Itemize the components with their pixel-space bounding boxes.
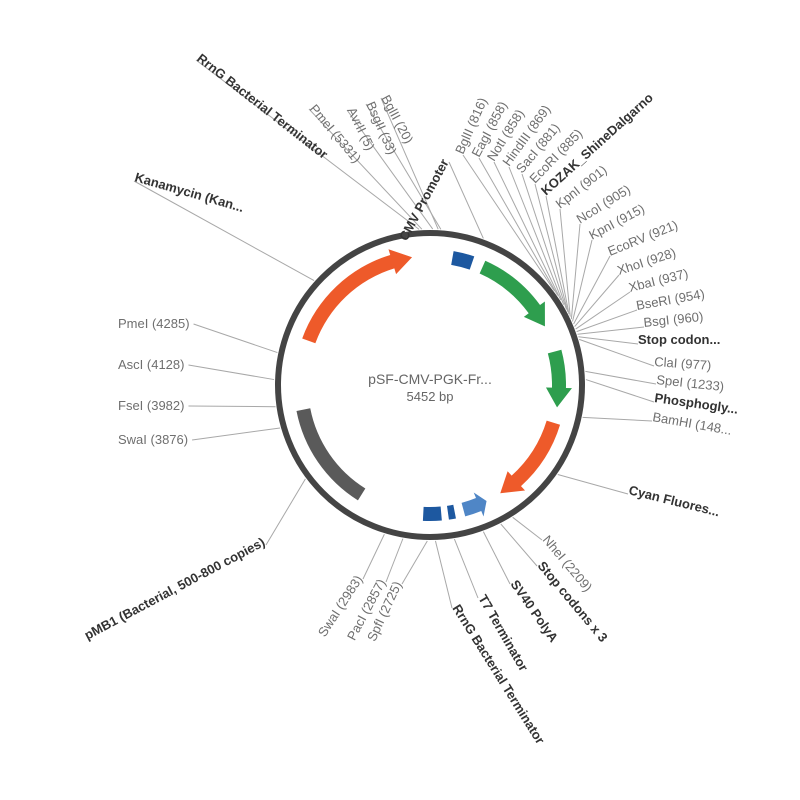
leader-line [346,109,434,230]
feature-label-rrng-top: RrnG Bacterial Terminator [194,51,331,162]
feature-sv40-polya [461,492,487,517]
site-label-spei: SpeI (1233) [656,372,725,394]
leader-line [575,291,631,330]
leader-line [500,523,538,567]
feature-kanamycin [302,249,413,344]
site-label-swai-3876: SwaI (3876) [118,432,188,447]
feature-pgk-promoter [545,349,572,408]
leader-line [380,97,439,230]
plasmid-size: 5452 bp [407,389,454,404]
feature-cyan-fluorescent [500,420,561,494]
feature-label-pmb1: pMB1 (Bacterial, 500-800 copies) [82,534,268,642]
leader-line [534,183,569,312]
leader-line [557,473,629,495]
feature-label-kanamycin: Kanamycin (Kan... [133,169,245,214]
site-label-pmei-4285: PmeI (4285) [118,316,190,331]
site-label-clai: ClaI (977) [654,354,712,373]
leader-line [265,478,306,546]
leader-line [188,364,275,381]
leader-line [434,540,453,609]
feature-label-stop-codon: Stop codon... [638,332,720,347]
leader-line [512,516,543,541]
leader-line [573,255,611,325]
feature-label-cmv-promoter: CMV Promoter [396,156,452,243]
leader-line [188,405,276,408]
leader-line [192,427,281,441]
leader-line [559,208,571,317]
leader-line [579,338,655,367]
feature-t7-terminator [446,504,456,520]
leader-line [193,323,278,354]
plasmid-name: pSF-CMV-PGK-Fr... [368,371,492,387]
leader-line [585,370,657,385]
leader-line [195,59,420,230]
leader-line [478,157,559,296]
leader-line [462,154,556,292]
leader-line [570,223,581,320]
feature-pmb1-ori [296,408,366,501]
site-label-bsgi: BsgI (960) [643,309,704,330]
leader-lines [133,59,657,609]
leader-line [362,533,385,580]
feature-rrng-top [451,251,475,270]
leader-line [577,326,645,335]
leader-line [401,540,428,585]
feature-rrng-bottom [422,506,442,521]
leader-line [385,538,404,583]
leader-line [482,531,511,585]
site-label-fsei: FseI (3982) [118,398,184,413]
leader-line [308,108,423,230]
leader-line [521,173,567,310]
leader-line [582,416,653,422]
leader-line [585,379,655,403]
plasmid-backbone [275,230,585,540]
leader-line [453,538,479,599]
leader-line [493,161,562,301]
feature-layer [296,249,572,521]
leader-line [574,274,620,327]
leader-line [572,239,593,322]
leader-line [365,103,442,230]
feature-cmv-promoter [479,260,545,327]
leader-line [576,309,638,333]
site-label-asci: AscI (4128) [118,357,184,372]
leader-line [133,180,315,282]
feature-label-cyan-fluorescent: Cyan Fluores... [627,482,721,519]
leader-line [508,166,565,305]
leader-line [578,336,639,345]
leader-line [448,161,484,239]
leader-line [545,195,570,315]
